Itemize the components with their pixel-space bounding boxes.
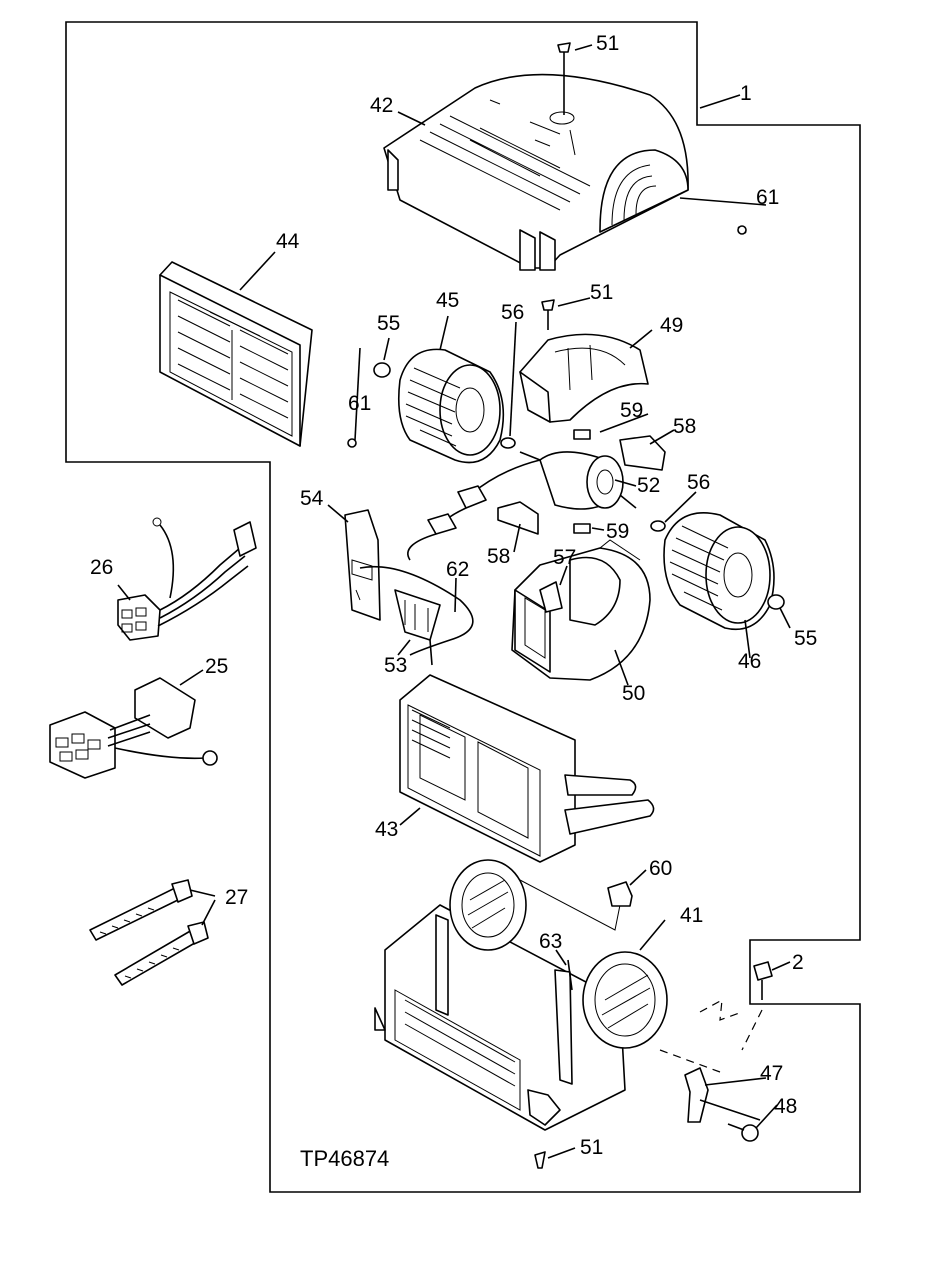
lower-case-part [374, 859, 668, 1131]
callout-56-right: 56 [687, 471, 710, 494]
callout-59-bottom: 59 [606, 520, 629, 543]
blower-motor-part [519, 451, 637, 510]
callout-63: 63 [539, 930, 562, 953]
callout-62: 62 [446, 558, 469, 581]
callout-53: 53 [384, 654, 407, 677]
left-blower-wheel-part [397, 348, 505, 464]
callout-1: 1 [740, 82, 752, 105]
callout-58-left: 58 [487, 545, 510, 568]
screws-part [347, 42, 747, 1169]
callout-27: 27 [225, 886, 248, 909]
leader-lines [117, 44, 791, 1159]
callout-41: 41 [680, 904, 703, 927]
callout-48: 48 [774, 1095, 797, 1118]
callout-43: 43 [375, 818, 398, 841]
callout-51-bottom: 51 [580, 1136, 603, 1159]
lower-hardware-parts [567, 881, 773, 1142]
top-cover-part [383, 73, 689, 271]
callout-55-left: 55 [377, 312, 400, 335]
callout-55-right: 55 [794, 627, 817, 650]
assembly-outline [65, 21, 861, 1193]
figure-reference-code: TP46874 [300, 1146, 389, 1171]
filter-panel-part [159, 261, 313, 447]
callout-42: 42 [370, 94, 393, 117]
right-blower-wheel-part [663, 511, 775, 630]
callout-61-left: 61 [348, 392, 371, 415]
callout-59-top: 59 [620, 399, 643, 422]
cable-ties-part [89, 879, 209, 986]
callout-46: 46 [738, 650, 761, 673]
callout-labels: 1 2 25 26 27 41 42 43 44 45 46 47 48 49 … [90, 32, 817, 1171]
callout-47: 47 [760, 1062, 783, 1085]
callout-61-right: 61 [756, 186, 779, 209]
callout-51-top: 51 [596, 32, 619, 55]
callout-60: 60 [649, 857, 672, 880]
callout-52: 52 [637, 474, 660, 497]
heater-core-part [399, 674, 655, 863]
upper-blower-housing-part [519, 333, 649, 423]
callout-58-right: 58 [673, 415, 696, 438]
callout-57: 57 [553, 546, 576, 569]
callout-25: 25 [205, 655, 228, 678]
lower-blower-housing-part [511, 539, 651, 681]
callout-2: 2 [792, 951, 804, 974]
callout-50: 50 [622, 682, 645, 705]
callout-51-middle: 51 [590, 281, 613, 304]
callout-44: 44 [276, 230, 300, 253]
small-hardware-parts [373, 362, 785, 613]
callout-45: 45 [436, 289, 459, 312]
callout-56-left: 56 [501, 301, 524, 324]
callout-49: 49 [660, 314, 683, 337]
wiring-harness-part [407, 435, 666, 561]
harness-connector-26-part [117, 517, 257, 641]
callout-54: 54 [300, 487, 324, 510]
harness-connector-25-part [49, 677, 218, 779]
callout-26: 26 [90, 556, 113, 579]
resistor-bracket-part [344, 509, 474, 666]
